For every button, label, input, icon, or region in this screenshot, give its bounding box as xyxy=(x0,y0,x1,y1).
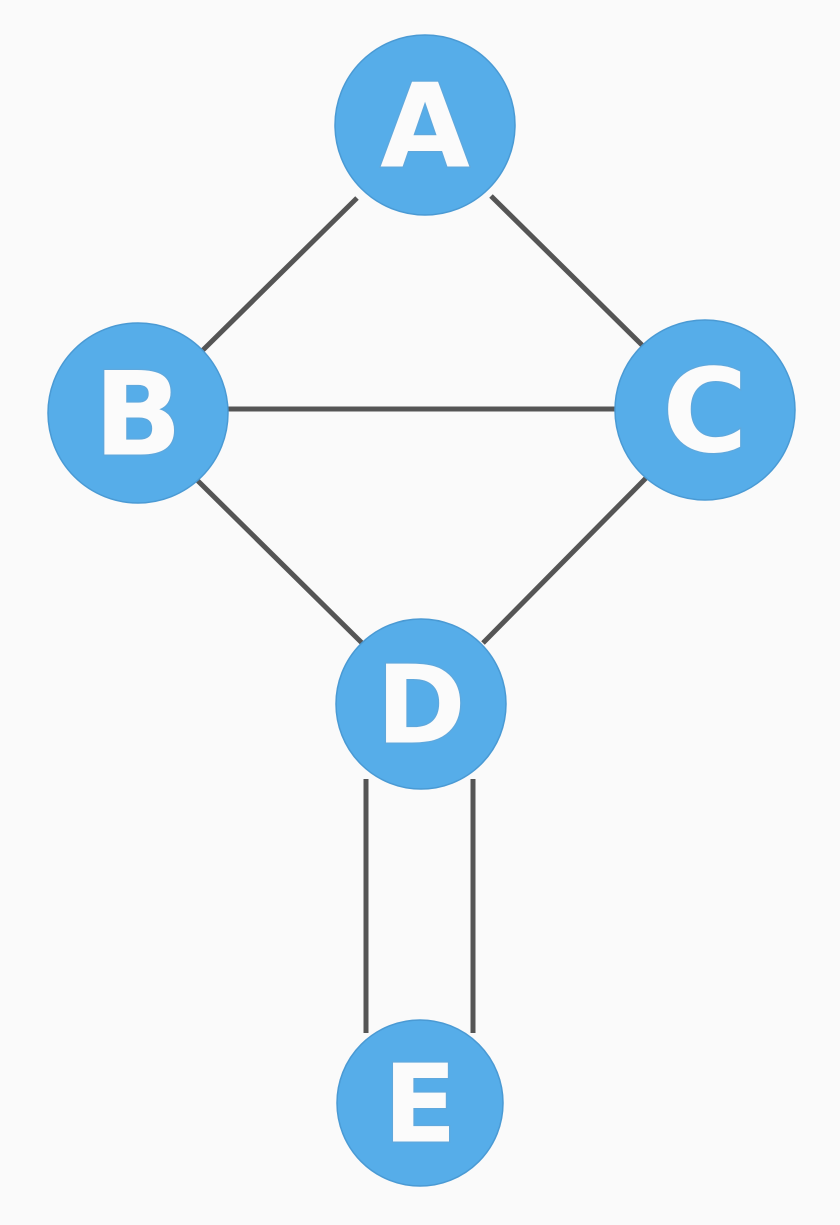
graph-node-e[interactable]: E xyxy=(336,1019,504,1187)
graph-node-a[interactable]: A xyxy=(334,34,516,216)
edge-B-D xyxy=(195,478,364,645)
node-label-d: D xyxy=(376,644,466,769)
edge-A-B xyxy=(201,196,359,352)
graph-node-b[interactable]: B xyxy=(47,322,229,504)
graph-node-d[interactable]: D xyxy=(335,618,507,790)
node-circle-b[interactable] xyxy=(47,322,229,504)
node-circle-c[interactable] xyxy=(614,319,796,501)
node-circle-d[interactable] xyxy=(335,618,507,790)
edges-layer xyxy=(195,194,649,1033)
node-label-b: B xyxy=(94,348,182,483)
node-label-e: E xyxy=(383,1043,457,1168)
edge-A-C xyxy=(489,194,645,348)
node-label-a: A xyxy=(380,60,470,195)
graph-node-c[interactable]: C xyxy=(614,319,796,501)
node-circle-e[interactable] xyxy=(336,1019,504,1187)
node-label-c: C xyxy=(662,345,747,480)
edge-C-D xyxy=(481,475,649,645)
node-circle-a[interactable] xyxy=(334,34,516,216)
nodes-layer: A B C D E xyxy=(47,34,796,1187)
